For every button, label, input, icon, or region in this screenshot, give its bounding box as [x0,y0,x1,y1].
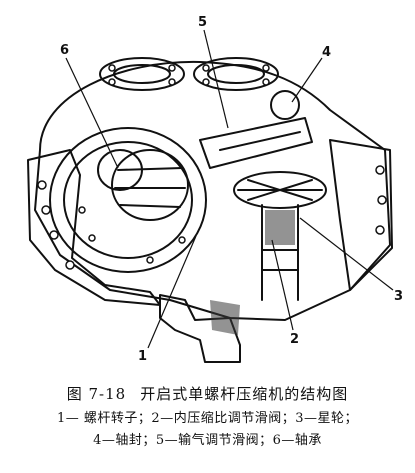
star-wheel-shaft [261,204,299,301]
caption-title-line: 图 7-18 开启式单螺杆压缩机的结构图 [0,384,415,404]
callout-6: 6 [60,43,69,58]
bearing-ring [97,149,143,191]
end-cover [329,139,393,291]
screw-rotor [111,149,189,221]
callout-5: 5 [198,15,207,30]
callout-4: 4 [322,45,331,60]
legend-line-2: 4—轴封；5—输气调节滑阀；6—轴承 [93,433,322,448]
rotor-housing [49,127,207,273]
legend-line-1: 1— 螺杆转子；2—内压缩比调节滑阀；3—星轮； [57,411,358,426]
star-wheel [233,171,327,209]
figure-title: 开启式单螺杆压缩机的结构图 [140,385,349,403]
figure-caption: 图 7-18 开启式单螺杆压缩机的结构图 1— 螺杆转子；2—内压缩比调节滑阀；3… [0,384,415,452]
callout-3: 3 [394,289,403,304]
top-flange-left [99,57,185,91]
shaft-seal [270,90,300,120]
slide-valve [199,117,313,169]
callout-1: 1 [138,349,147,364]
callout-2: 2 [290,332,299,347]
top-flange-right [193,57,279,91]
compressor-figure: 6 5 4 3 2 1 [27,15,403,364]
left-flange [27,149,161,306]
mounting-foot [159,294,241,363]
figure-number: 图 7-18 [66,385,127,403]
